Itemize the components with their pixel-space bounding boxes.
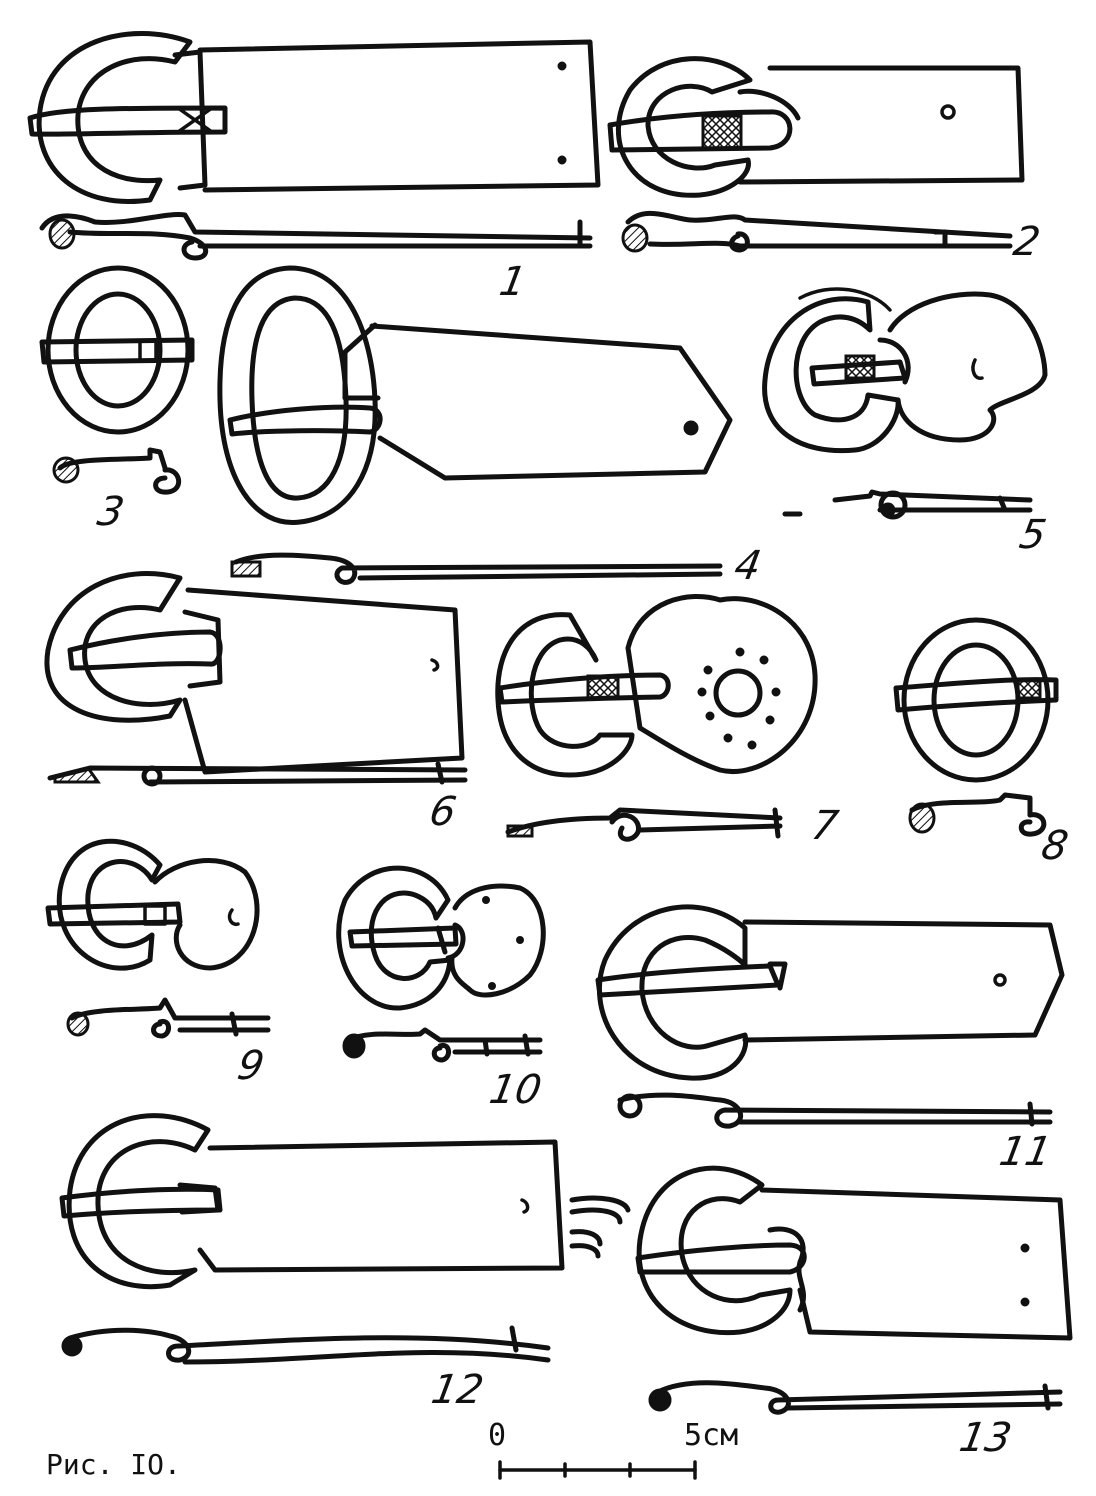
figure-number-12: 12 — [427, 1367, 487, 1413]
buckle-9-drawing — [45, 838, 271, 1039]
figure-caption: Рис. IO. — [46, 1448, 181, 1481]
buckle-2-drawing — [607, 56, 1025, 253]
buckle-5-drawing — [762, 287, 1048, 520]
figure-number-10: 10 — [485, 1067, 545, 1113]
scale-bar — [498, 1460, 697, 1480]
buckle-12-drawing — [59, 1113, 631, 1365]
buckle-11-drawing — [595, 904, 1065, 1129]
buckle-3-drawing — [39, 265, 195, 495]
buckle-1-drawing — [27, 31, 601, 261]
figure-number-11: 11 — [995, 1129, 1055, 1175]
buckle-8-drawing — [893, 617, 1059, 837]
buckle-7-drawing — [495, 594, 818, 842]
figure-number-13: 13 — [955, 1415, 1015, 1461]
buckle-4-drawing — [217, 265, 733, 585]
buckle-6-drawing — [44, 571, 468, 787]
scale-start-label: 0 — [488, 1418, 507, 1453]
buckle-10-drawing — [336, 865, 546, 1063]
scale-end-label: 5см — [684, 1418, 739, 1453]
buckle-13-drawing — [635, 1165, 1073, 1415]
